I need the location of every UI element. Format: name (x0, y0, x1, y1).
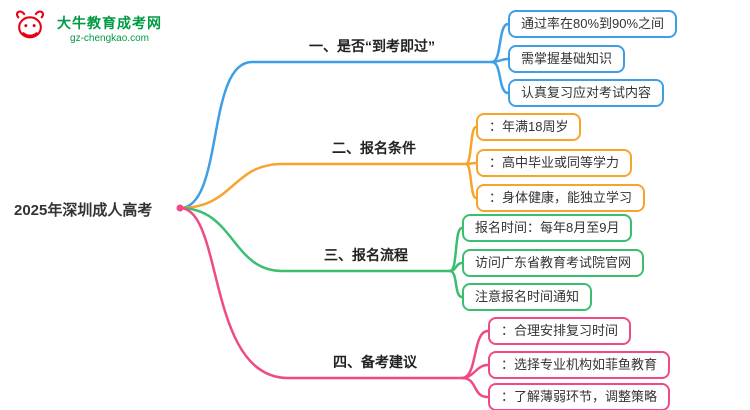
brand-name: 大牛教育成考网 (57, 14, 162, 31)
branch1-child2-line (490, 57, 510, 64)
branch1-child3-line (490, 60, 510, 95)
child-node: 报名时间：每年8月至9月 (462, 214, 633, 242)
child-node: 通过率在80%到90%之间 (508, 10, 678, 38)
child-node: ：身体健康，能独立学习 (476, 184, 646, 212)
branch2-trunk-line (178, 162, 468, 210)
branch4-child1-line (460, 329, 490, 380)
child-node: ：选择专业机构如菲鱼教育 (488, 351, 671, 379)
branch3-child2-line (448, 261, 464, 273)
branch1-child1-line (490, 22, 510, 64)
child-node: ：年满18周岁 (476, 113, 582, 141)
branch3-child1-line (448, 226, 464, 273)
branch-label-1: 一、是否“到考即过” (309, 38, 435, 54)
branch2-child2-line (464, 161, 478, 166)
branch4-child2-line (460, 363, 490, 380)
root-connector-dot (176, 204, 184, 212)
branch-label-4: 四、备考建议 (333, 354, 417, 370)
child-node: 注意报名时间通知 (462, 283, 593, 311)
child-node: ：了解薄弱环节，调整策略 (488, 383, 671, 410)
child-node: ：合理安排复习时间 (488, 317, 632, 345)
brand-domain: gz-chengkao.com (70, 32, 149, 44)
brand-logo: 大牛教育成考网 gz-chengkao.com (10, 8, 162, 50)
root-topic: 2025年深圳成人高考 (14, 202, 153, 219)
branch1-trunk-line (178, 60, 494, 210)
child-node: 认真复习应对考试内容 (508, 79, 665, 107)
branch-label-3: 三、报名流程 (324, 247, 408, 263)
child-node: 访问广东省教育考试院官网 (462, 249, 645, 277)
branch2-child3-line (464, 162, 478, 200)
branch4-child3-line (460, 376, 490, 399)
child-node: ：高中毕业或同等学力 (476, 149, 633, 177)
cow-icon (10, 8, 50, 50)
brand-text-block: 大牛教育成考网 gz-chengkao.com (57, 14, 162, 45)
branch2-child1-line (464, 125, 478, 166)
child-node: 需掌握基础知识 (508, 45, 626, 73)
branch3-child3-line (448, 269, 464, 299)
branch-label-2: 二、报名条件 (332, 140, 416, 156)
